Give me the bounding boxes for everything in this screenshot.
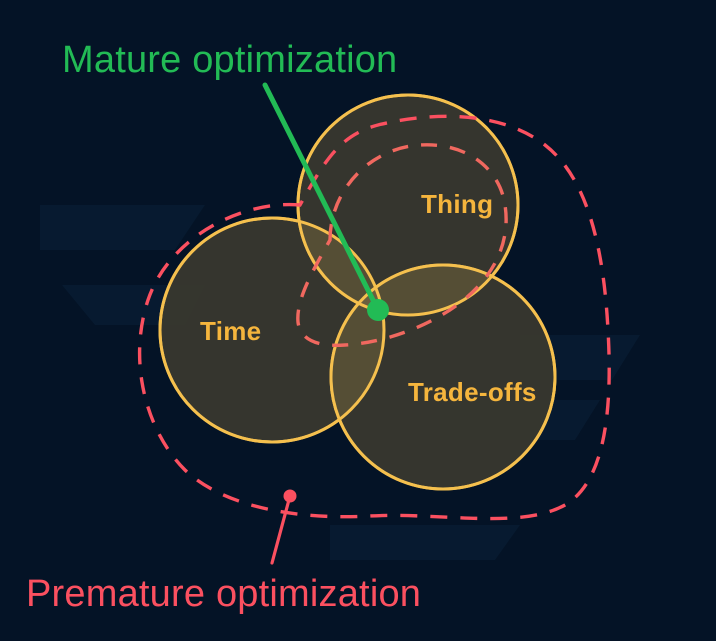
venn-label-trade-offs: Trade-offs <box>408 377 537 407</box>
venn-circle-outlines <box>158 93 557 491</box>
mature-callout-marker[interactable] <box>367 299 389 321</box>
venn-outline-trade-offs <box>329 263 557 491</box>
premature-optimization-boundary[interactable] <box>137 114 611 521</box>
venn-label-time: Time <box>200 316 261 346</box>
premature-optimization-label: Premature optimization <box>26 573 421 615</box>
venn-outline-time <box>158 216 386 444</box>
mature-optimization-region[interactable] <box>296 143 508 348</box>
premature-callout-marker[interactable] <box>283 489 297 503</box>
mature-callout-leader-line <box>262 82 381 313</box>
venn-label-thing: Thing <box>421 189 493 219</box>
mature-optimization-label: Mature optimization <box>62 39 397 81</box>
premature-callout-leader-line <box>270 494 292 565</box>
